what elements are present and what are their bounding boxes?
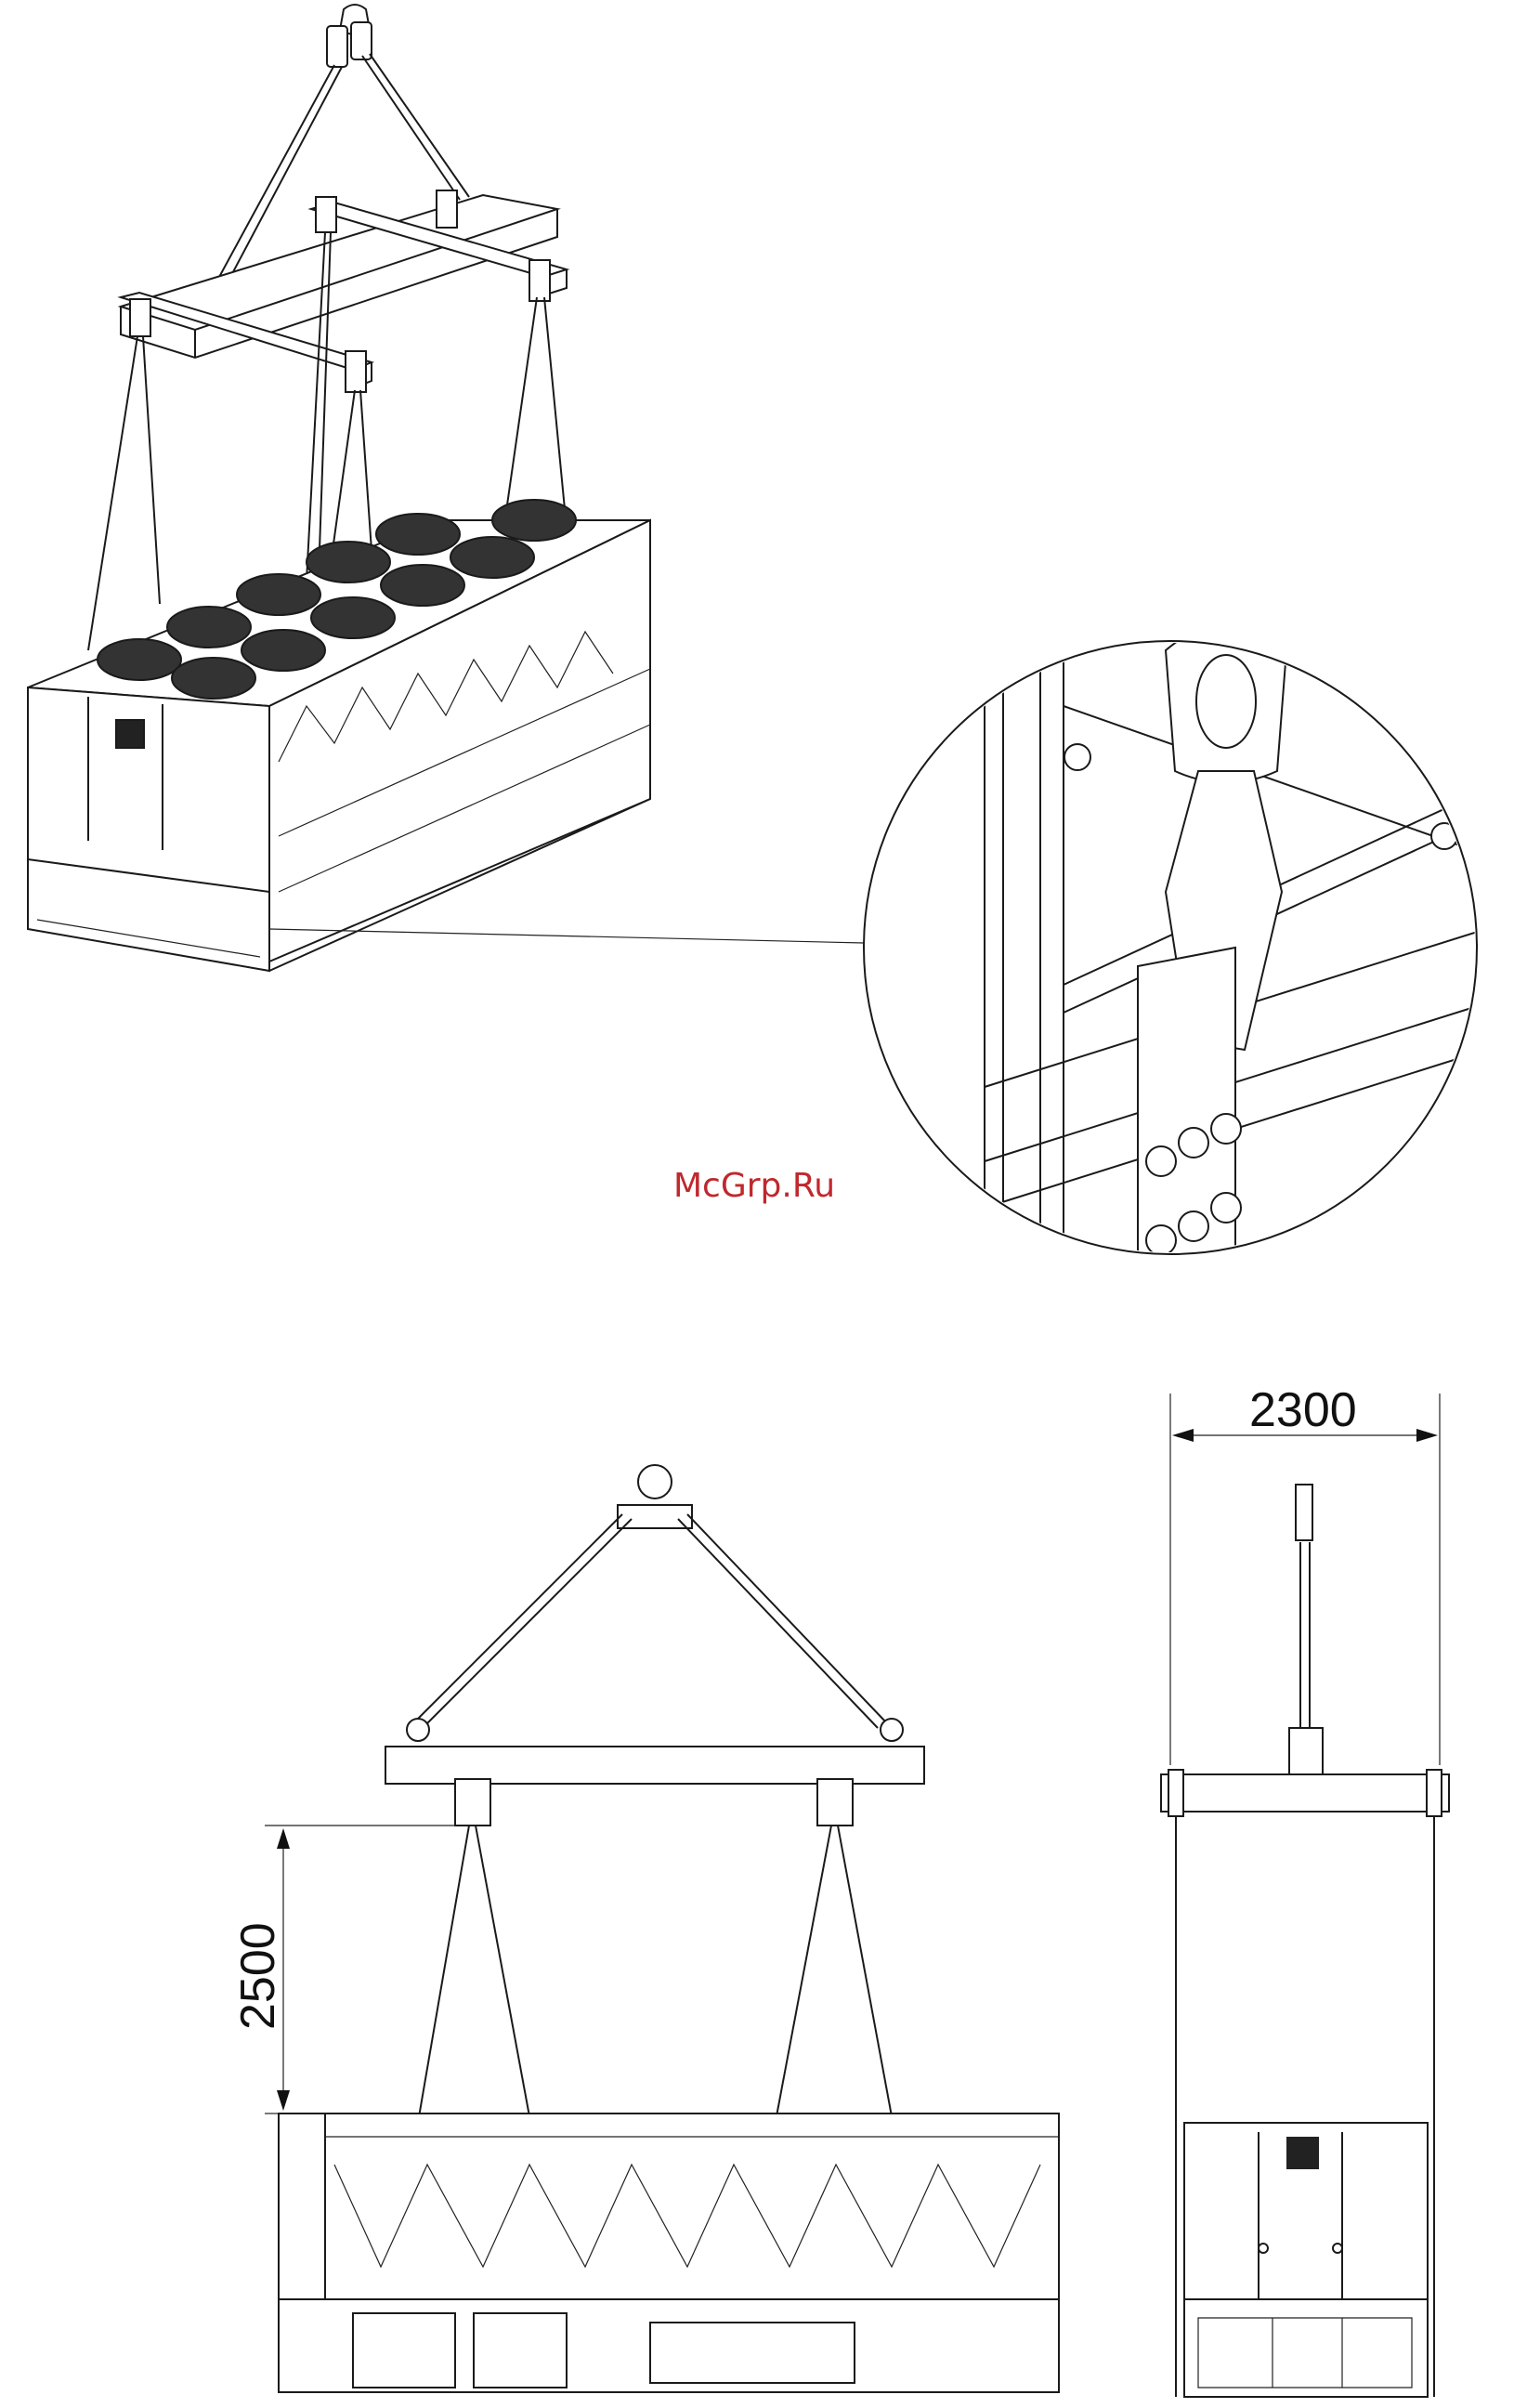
chiller-unit-side (1184, 2123, 1428, 2397)
isometric-view (28, 5, 864, 971)
width-dimension: 2300 (1170, 1383, 1440, 1765)
watermark: McGrp.Ru (673, 1167, 835, 1205)
front-view: 2500 (231, 1465, 1059, 2392)
height-label: 2500 (231, 1922, 285, 2030)
spreader-beam-isometric (121, 190, 567, 392)
hook-detail-view (864, 625, 1486, 1256)
top-shackle-icon (618, 1465, 692, 1528)
lifting-plate-icon (1138, 948, 1241, 1255)
spreader-beam-side (1161, 1774, 1449, 1812)
chiller-unit-isometric (28, 500, 650, 971)
chiller-unit-front (279, 2114, 1059, 2392)
width-label: 2300 (1249, 1383, 1357, 1437)
side-view: 2300 (1161, 1383, 1449, 2397)
detail-leader-line (269, 929, 864, 943)
height-dimension: 2500 (231, 1826, 464, 2114)
crane-hook-icon (327, 5, 372, 67)
